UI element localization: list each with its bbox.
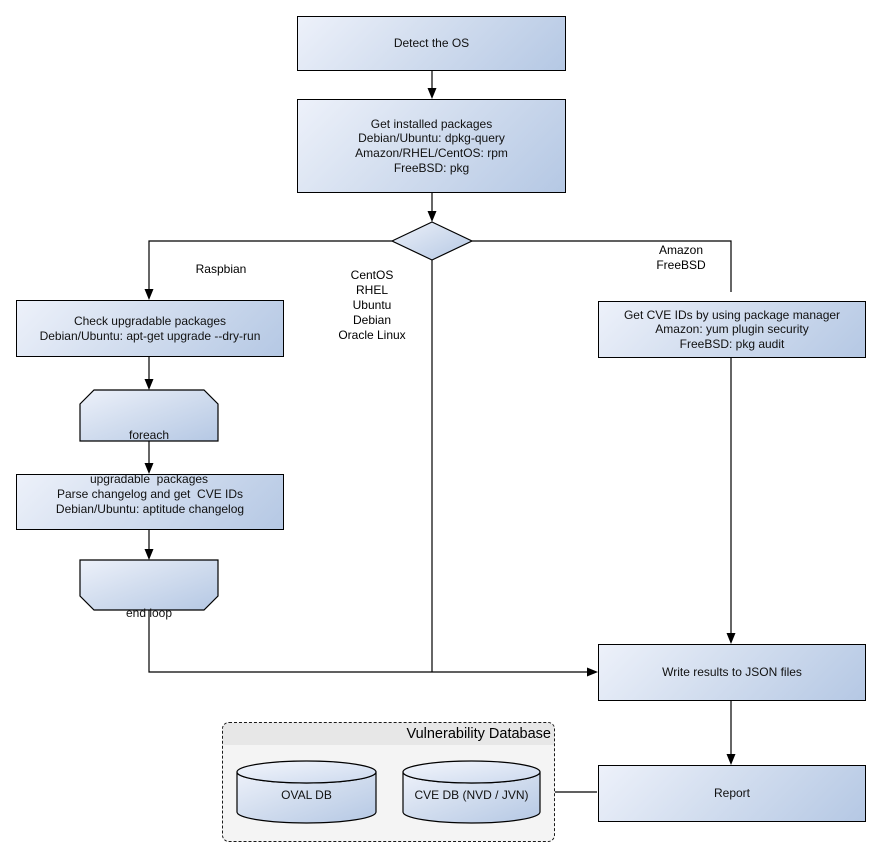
vulnerability-database-title: Vulnerability Database	[406, 726, 551, 742]
node-line: Check upgradable packages	[73, 313, 227, 328]
node-line: Amazon/RHEL/CentOS: rpm	[355, 146, 508, 160]
node-line: Get installed packages	[370, 116, 493, 131]
node-write-results-json: Write results to JSON files	[598, 644, 866, 701]
decision-diamond	[390, 221, 474, 261]
node-line: Report	[713, 786, 751, 801]
edge-endloop-to-write	[148, 610, 588, 673]
node-check-upgradable-packages: Check upgradable packages Debian/Ubuntu:…	[16, 300, 284, 357]
cve-db-label: CVE DB (NVD / JVN)	[414, 788, 529, 802]
shape-line: foreach	[128, 428, 170, 443]
branch-label-line: Debian	[352, 313, 392, 327]
branch-label-amazon-freebsd: Amazon FreeBSD	[631, 243, 731, 273]
branch-label-line: CentOS	[350, 268, 394, 282]
arrowhead-check	[144, 289, 154, 300]
end-loop-label: end loop	[80, 577, 218, 650]
branch-label-line: Ubuntu	[352, 298, 392, 312]
branch-label-line: RHEL	[355, 283, 388, 297]
edge-decision-to-check	[148, 240, 392, 291]
node-parse-changelog: Parse changelog and get CVE IDs Debian/U…	[16, 474, 284, 530]
foreach-loop-label: foreach upgradable packages	[80, 399, 218, 516]
node-get-installed-packages: Get installed packages Debian/Ubuntu: dp…	[297, 99, 566, 193]
oval-db-cylinder	[236, 760, 377, 824]
branch-label-line: FreeBSD	[656, 258, 706, 272]
arrowhead-decision	[427, 211, 437, 222]
foreach-loop-shape	[79, 389, 219, 442]
arrowhead-installed	[427, 88, 437, 99]
node-line: Debian/Ubuntu: aptitude changelog	[55, 502, 245, 516]
node-line: FreeBSD: pkg	[393, 160, 470, 175]
shape-line: upgradable packages	[89, 471, 209, 486]
node-line: Debian/Ubuntu: apt-get upgrade --dry-run	[39, 328, 261, 343]
node-line: Debian/Ubuntu: dpkg-query	[358, 131, 505, 146]
arrowhead-report	[726, 754, 736, 765]
end-loop-shape	[79, 559, 219, 611]
node-line: Get CVE IDs by using package manager	[623, 307, 841, 322]
node-line: Amazon: yum plugin security	[655, 322, 809, 337]
arrowhead-foreach	[144, 379, 154, 390]
node-report: Report	[598, 765, 866, 822]
branch-label-line: Oracle Linux	[338, 328, 406, 342]
arrowhead-write-left	[587, 667, 598, 677]
arrowhead-write-top	[726, 633, 736, 644]
cve-db-cylinder	[402, 760, 541, 824]
branch-label-os-list: CentOS RHEL Ubuntu Debian Oracle Linux	[322, 268, 422, 343]
oval-db-label: OVAL DB	[281, 788, 332, 802]
arrowhead-endloop	[144, 549, 154, 560]
node-line: FreeBSD: pkg audit	[679, 336, 785, 351]
node-line: Write results to JSON files	[662, 665, 802, 680]
arrowhead-parse	[144, 463, 154, 474]
node-line: Parse changelog and get CVE IDs	[56, 487, 244, 502]
edge-decision-to-getcve	[472, 240, 732, 292]
shape-line: end loop	[125, 606, 173, 621]
cve-db-top	[402, 760, 541, 784]
node-detect-os: Detect the OS	[297, 16, 566, 71]
vulnerability-database-header: Vulnerability Database	[223, 723, 554, 745]
node-detect-os-label: Detect the OS	[393, 36, 470, 51]
branch-label-line: Amazon	[658, 243, 704, 257]
node-get-cve-ids: Get CVE IDs by using package manager Ama…	[598, 301, 866, 358]
oval-db-top	[236, 760, 377, 784]
branch-label-raspbian: Raspbian	[195, 262, 247, 276]
